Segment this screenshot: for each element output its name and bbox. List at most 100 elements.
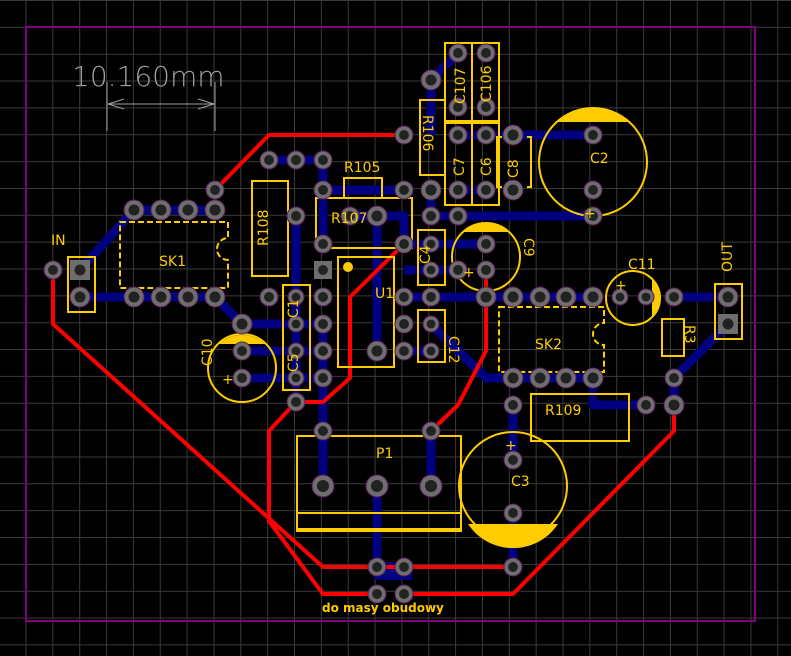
dimension-arrow-right <box>197 98 216 110</box>
pad-hole <box>399 185 409 195</box>
pad-hole <box>318 346 328 356</box>
pad-hole <box>560 291 572 303</box>
label-sk2: SK2 <box>535 337 562 353</box>
r105-outline <box>343 177 383 199</box>
pad-hole <box>128 291 140 303</box>
label-c6: C6 <box>479 157 495 176</box>
label-p1: P1 <box>376 446 393 462</box>
top-trace <box>296 242 406 404</box>
pad-hole <box>318 292 328 302</box>
pad-hole <box>372 562 382 572</box>
pad-hole <box>182 291 194 303</box>
polarity-c11: + <box>615 278 627 294</box>
p1-base-outline <box>296 512 462 530</box>
pad-hole <box>74 291 86 303</box>
pad-hole <box>318 239 328 249</box>
pad-hole <box>425 74 437 86</box>
pad-hole <box>236 318 248 330</box>
top-trace <box>51 270 513 569</box>
label-r106: R106 <box>419 115 435 152</box>
pad-hole <box>371 210 383 222</box>
label-r108: R108 <box>256 210 272 246</box>
pad-hole <box>155 204 167 216</box>
pad-hole <box>481 265 491 275</box>
label-c107: C107 <box>453 68 469 105</box>
pad-hole <box>424 479 438 493</box>
label-c12: C12 <box>445 336 461 364</box>
pad-hole <box>237 346 247 356</box>
pad-hole <box>264 155 274 165</box>
label-r109: R109 <box>545 403 581 419</box>
pad-hole <box>507 184 519 196</box>
pad-hole <box>318 373 328 383</box>
pad-hole <box>345 211 355 221</box>
label-c7: C7 <box>452 157 468 176</box>
pad-hole <box>48 265 58 275</box>
u1-outline <box>337 256 395 368</box>
pad-hole <box>453 102 463 112</box>
note-chassis-ground: do masy obudowy <box>322 601 444 615</box>
pad-hole <box>508 562 518 572</box>
top-trace <box>213 133 404 192</box>
dimension-text: 10.160mm <box>72 60 225 93</box>
pad-hole <box>507 129 519 141</box>
pad-hole <box>508 455 518 465</box>
top-trace <box>267 400 377 596</box>
pad-hole <box>399 319 409 329</box>
label-r105: R105 <box>344 160 380 176</box>
in-connector-outline <box>67 256 96 313</box>
label-c3: C3 <box>511 474 530 490</box>
label-c8: C8 <box>506 159 522 178</box>
pad-hole <box>291 397 301 407</box>
pad-hole <box>155 291 167 303</box>
c6-outline <box>471 122 500 206</box>
label-c2: C2 <box>590 151 609 167</box>
dimension-arrow-left <box>106 98 125 110</box>
pad-hole <box>587 291 599 303</box>
pad-hole <box>453 211 463 221</box>
pads-layer <box>43 43 739 604</box>
c12-outline <box>417 309 446 363</box>
pad-hole <box>128 204 140 216</box>
top-trace <box>404 405 676 596</box>
polarity-c10: + <box>222 372 234 388</box>
pad-hole <box>399 292 409 302</box>
pad-hole <box>480 291 492 303</box>
pad-hole <box>291 292 301 302</box>
c2-polarity-band <box>557 108 629 122</box>
pad-hole <box>641 292 651 302</box>
top-copper-layer <box>51 133 676 596</box>
pad-hole <box>291 346 301 356</box>
label-c9: C9 <box>520 238 536 257</box>
pad-hole <box>508 400 518 410</box>
pad-hole <box>481 102 491 112</box>
sk2-outline <box>498 306 605 373</box>
pad-hole <box>426 239 436 249</box>
sk1-outline <box>119 221 229 289</box>
component-labels: IN OUT SK1 SK2 U1 P1 R105 R106 R107 R108… <box>51 65 736 615</box>
label-r107: R107 <box>331 211 367 227</box>
board-outline <box>25 26 756 622</box>
label-in: IN <box>51 233 66 249</box>
pad-hole <box>209 204 221 216</box>
label-out: OUT <box>720 242 736 272</box>
pad-hole <box>426 346 436 356</box>
pad-hole <box>371 345 383 357</box>
pad-hole <box>425 184 437 196</box>
pad-hole <box>669 373 679 383</box>
p1-outline <box>296 435 462 532</box>
pad-hole <box>399 130 409 140</box>
pad-hole <box>426 426 436 436</box>
polarity-c9: + <box>463 265 475 281</box>
pad-hole <box>372 589 382 599</box>
pad-hole <box>318 319 328 329</box>
dimension-annotation: 10.160mm <box>72 60 225 131</box>
pad-hole <box>182 204 194 216</box>
pad-hole <box>291 155 301 165</box>
label-u1: U1 <box>375 286 394 302</box>
c3-polarity-band <box>468 524 558 549</box>
pad-hole <box>481 48 491 58</box>
pad-hole <box>722 318 734 330</box>
pad-hole <box>534 291 546 303</box>
